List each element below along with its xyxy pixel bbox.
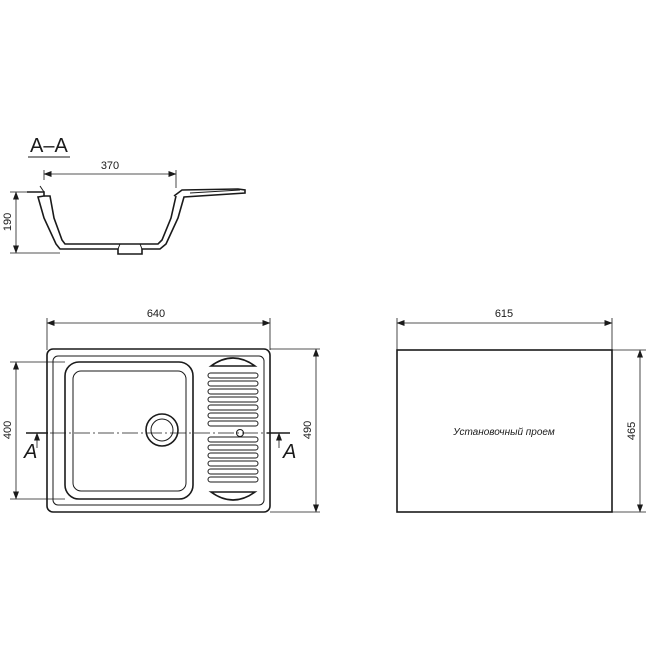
drainboard-bottom-cap [208, 491, 258, 501]
cut-mark-left-label: A [23, 441, 37, 463]
cutout-label: Установочный проем [452, 427, 555, 438]
section-view: A–A 370 190 [2, 135, 246, 255]
bowl-outer [64, 361, 194, 500]
dim-490-label: 490 [302, 421, 314, 439]
rib [207, 452, 259, 459]
rib [207, 388, 259, 395]
dim-465-label: 465 [626, 422, 638, 440]
bowl-inner [72, 370, 187, 492]
drain-outer [145, 413, 179, 447]
dim-190-label: 190 [2, 213, 14, 231]
rib [207, 412, 259, 419]
rib [207, 396, 259, 403]
sink-section-inner [44, 195, 177, 245]
rib [207, 444, 259, 451]
section-title: A–A [30, 135, 68, 157]
drainboard-top-cap [208, 357, 258, 367]
rim-edge-left [39, 185, 45, 193]
rib [207, 460, 259, 467]
rib [207, 404, 259, 411]
rib [207, 476, 259, 483]
sink-outline [46, 348, 271, 513]
dim-640-label: 640 [147, 308, 165, 320]
cutout-rectangle [396, 349, 613, 513]
cutout-view: 615 Установочный проем 465 [396, 308, 646, 513]
sink-rim [52, 355, 265, 506]
drain-outlet [117, 243, 143, 250]
rib [207, 372, 259, 379]
dim-615-label: 615 [495, 308, 513, 320]
dim-400-label: 400 [2, 421, 14, 439]
rib [207, 436, 259, 443]
cut-mark-right-label: A [282, 441, 296, 463]
plan-view: 640 [2, 308, 320, 513]
drainboard-section-line [189, 189, 241, 194]
rib [207, 380, 259, 387]
rib [207, 468, 259, 475]
dim-370-label: 370 [101, 160, 119, 172]
drain-inner [150, 418, 174, 442]
drainboard-ribs [207, 372, 259, 483]
rib [207, 420, 259, 427]
sink-section-outer [27, 188, 246, 255]
